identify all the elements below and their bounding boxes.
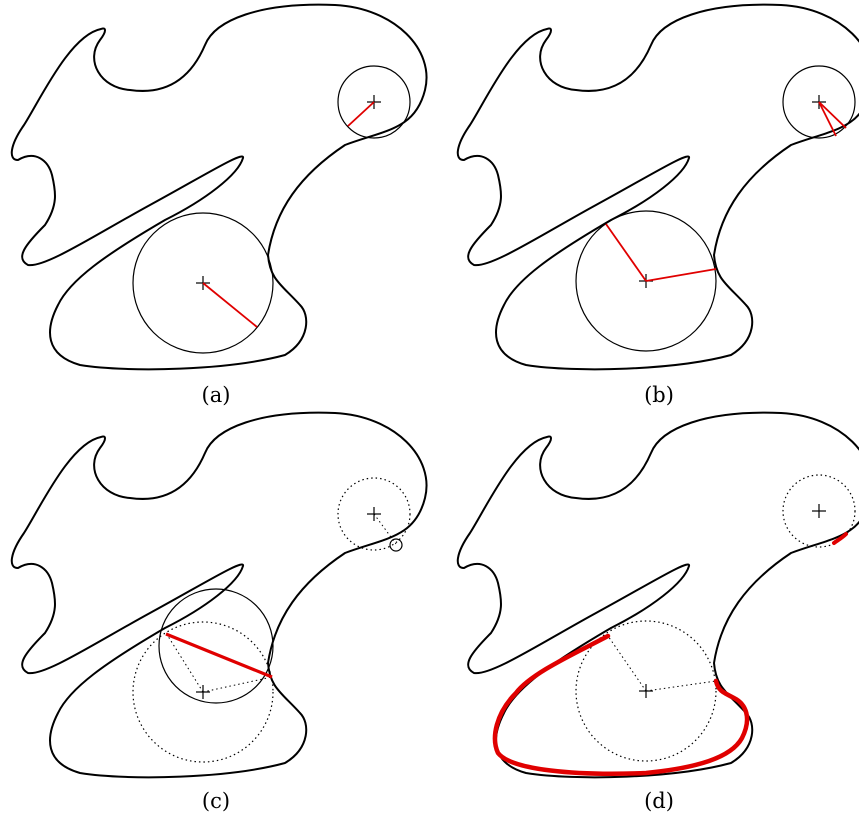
large-disk-spoke-2 xyxy=(202,676,273,693)
small-disk-spoke xyxy=(373,513,397,545)
large-disk-radius-2 xyxy=(645,268,717,282)
caption-a: (a) xyxy=(202,383,231,407)
shape-outline xyxy=(10,3,428,371)
large-disk-radius-1 xyxy=(605,223,647,282)
shape-outline xyxy=(456,3,859,371)
red-chord xyxy=(165,632,273,679)
panel-b: (b) xyxy=(456,3,859,407)
small-disk xyxy=(782,65,856,139)
panel-c: (c) xyxy=(10,411,428,813)
small-disk-radius-1 xyxy=(818,101,847,129)
shape-outline xyxy=(10,411,428,779)
caption-c: (c) xyxy=(202,789,230,813)
large-disk-dotted xyxy=(132,621,274,763)
large-disk-dotted xyxy=(575,620,717,762)
highlighted-boundary-notch xyxy=(832,532,848,545)
large-disk-spoke-1 xyxy=(607,635,647,692)
large-disk xyxy=(132,212,274,354)
large-disk-spoke-2 xyxy=(645,680,717,692)
small-disk-radius xyxy=(347,101,375,127)
tiny-contact-disk xyxy=(389,538,403,552)
large-disk xyxy=(575,210,717,352)
caption-d: (d) xyxy=(644,789,674,813)
large-disk-radius xyxy=(202,282,258,328)
panel-a: (a) xyxy=(10,3,428,407)
small-disk-radius-2 xyxy=(818,101,837,137)
caption-b: (b) xyxy=(644,383,674,407)
chord-disk xyxy=(158,588,274,704)
shape-outline xyxy=(456,411,859,779)
small-disk xyxy=(337,65,411,139)
small-disk-center-marker xyxy=(811,503,827,519)
small-disk-dotted xyxy=(782,474,856,548)
highlighted-boundary-bottom xyxy=(492,633,750,776)
panel-d: (d) xyxy=(456,411,859,813)
small-disk-dotted xyxy=(337,477,411,551)
